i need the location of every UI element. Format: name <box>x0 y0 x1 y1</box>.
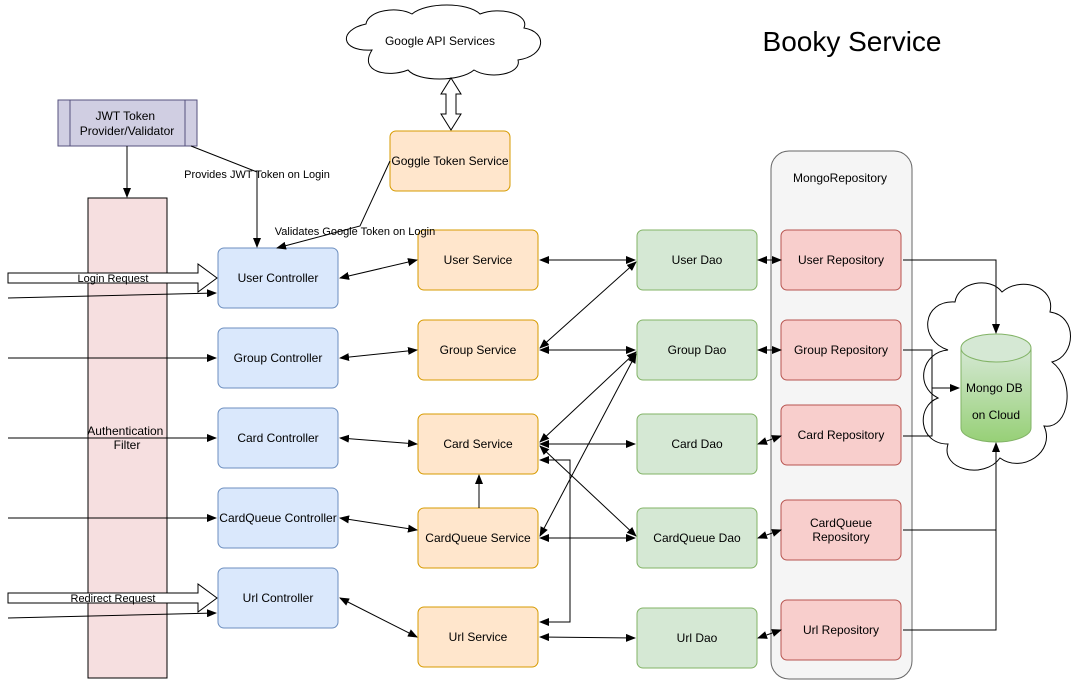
edges-layer <box>7 145 1000 642</box>
dao-cardqueue-dao <box>636 507 758 569</box>
mongo-repository-label: MongoRepository <box>793 171 887 185</box>
edge-group-repo-db <box>903 349 960 392</box>
mongo-db-label-2: on Cloud <box>972 408 1020 422</box>
google-api-cloud: Google API Services <box>346 4 542 80</box>
dao-label: Url Dao <box>677 631 718 645</box>
svg-text:Mongo DB on Cloud: Mongo DB on Cloud <box>966 381 1026 422</box>
jwt-label-1: JWT Token <box>96 109 156 123</box>
cloud-label: Google API Services <box>385 34 495 48</box>
redirect-request-arrow <box>7 583 218 613</box>
service-url-service <box>417 606 539 668</box>
edge-group-ctrl-svc <box>339 346 418 362</box>
edge-url-repo-db <box>903 530 997 631</box>
service-cardqueue-service <box>417 507 539 569</box>
edge-url-svc-card-svc <box>539 456 571 626</box>
google-token-service-label: Goggle Token Service <box>391 154 509 168</box>
controller-card-controller <box>217 407 339 469</box>
jwt-token-provider: JWT Token Provider/Validator <box>57 99 198 147</box>
controller-label: Card Controller <box>237 431 318 445</box>
service-label: User Service <box>444 253 513 267</box>
edge-card-ctrl-svc <box>339 434 418 448</box>
edge-gts-to-user-controller <box>276 160 391 250</box>
edge-card-svc-cardqueue-dao <box>539 445 637 537</box>
mongo-db-cylinder: Mongo DB on Cloud <box>960 333 1032 443</box>
edge-card-repo-db <box>903 388 933 437</box>
controller-label: Group Controller <box>234 351 323 365</box>
controller-group-controller <box>217 327 339 389</box>
cloud-token-double-arrow <box>440 77 462 131</box>
dao-url-dao <box>636 607 758 669</box>
edge-label-validates-google: Validates Google Token on Login <box>275 226 435 238</box>
auth-filter-label-1: Authentication <box>87 424 163 438</box>
dao-card-dao <box>636 413 758 475</box>
svg-text:Authentication Filter: Authentication Filter <box>87 424 166 452</box>
controller-label: Url Controller <box>243 591 314 605</box>
controller-url-controller <box>217 567 339 629</box>
edge-card-svc-group-dao <box>539 351 637 443</box>
repository-label: User Repository <box>798 253 884 267</box>
service-user-service <box>417 229 539 291</box>
edge-url-ctrl-svc <box>339 597 418 638</box>
edge-in-url <box>7 609 217 619</box>
edge-in-user <box>7 289 217 299</box>
edge-group-svc-user-dao <box>539 261 637 349</box>
service-label: Group Service <box>440 343 517 357</box>
edge-cardqueue-dao-repo <box>757 529 782 539</box>
repository-label: Url Repository <box>803 623 879 637</box>
edge-jwt-to-user-controller <box>190 145 261 248</box>
diagram-title: Booky Service <box>763 26 942 57</box>
service-label: Card Service <box>443 437 513 451</box>
edge-label-login-request: Login Request <box>78 273 149 285</box>
edge-label-redirect-request: Redirect Request <box>71 593 156 605</box>
controller-label: User Controller <box>238 271 319 285</box>
controller-label: CardQueue Controller <box>219 511 336 525</box>
dao-label: User Dao <box>672 253 723 267</box>
repository-label: Group Repository <box>794 343 888 357</box>
repository-label: Card Repository <box>798 428 885 442</box>
edge-cardqueue-svc-group-dao <box>539 353 637 537</box>
svg-text:JWT Token Provider/Valid: JWT Token Provider/Validator <box>80 109 175 138</box>
edge-url-dao-repo <box>757 629 782 639</box>
edge-user-ctrl-svc <box>339 258 418 280</box>
edge-url-svc-dao <box>539 633 636 642</box>
service-group-service <box>417 319 539 381</box>
dao-label: CardQueue Dao <box>653 531 741 545</box>
edge-user-repo-db <box>903 259 1000 334</box>
service-label: CardQueue Service <box>425 531 531 545</box>
mongo-db-label-1: Mongo DB <box>966 381 1023 395</box>
edge-cardqueue-ctrl-svc <box>339 515 418 533</box>
service-label: Url Service <box>449 630 508 644</box>
dao-label: Group Dao <box>668 343 727 357</box>
edge-card-dao-repo <box>757 435 782 445</box>
repository-card-repository <box>780 404 902 466</box>
auth-filter-label-2: Filter <box>114 438 141 452</box>
dao-label: Card Dao <box>671 437 723 451</box>
jwt-label-2: Provider/Validator <box>80 124 175 138</box>
edge-label-provides-jwt: Provides JWT Token on Login <box>184 169 330 181</box>
login-request-arrow <box>7 263 218 293</box>
controller-cardqueue-controller <box>217 487 339 549</box>
